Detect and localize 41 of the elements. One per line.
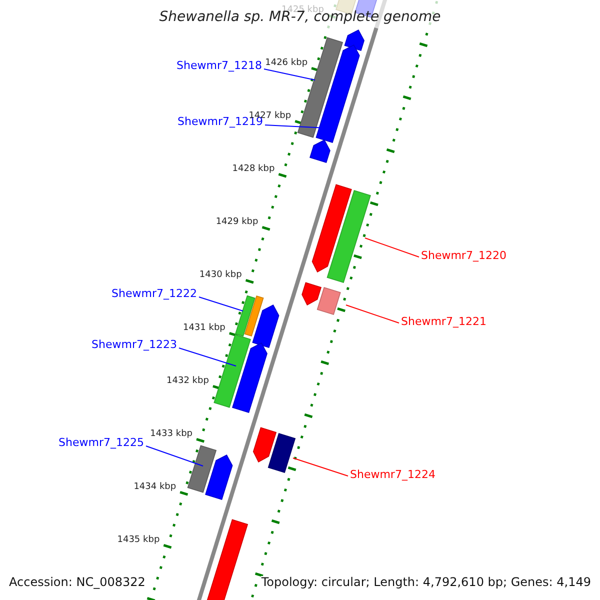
- gene-bar: [326, 190, 371, 284]
- gene-label: Shewmr7_1220: [421, 250, 506, 261]
- scale-label: 1432 kbp: [166, 377, 209, 386]
- scale-label: 1431 kbp: [182, 324, 226, 334]
- leader-line: [364, 238, 420, 258]
- gene-feature: [252, 304, 280, 348]
- gene-bar: [268, 432, 296, 474]
- scale-label: 1428 kbp: [232, 165, 275, 174]
- gene-feature: [344, 29, 364, 52]
- gene-feature: [205, 454, 233, 500]
- gene-label: Shewmr7_1223: [92, 339, 177, 350]
- leader-line: [264, 68, 316, 80]
- gene-feature: [232, 342, 268, 414]
- leader-line: [346, 304, 400, 324]
- gene-bar: [234, 295, 256, 337]
- gene-bar: [316, 286, 341, 316]
- gene-feature: [312, 184, 352, 273]
- leader-line: [146, 446, 204, 466]
- leader-line: [178, 348, 236, 366]
- gene-label: Shewmr7_1224: [350, 469, 436, 480]
- scale-label: 1435 kbp: [117, 536, 160, 546]
- gene-label: Shewmr7_1218: [176, 60, 262, 71]
- gene-feature: [252, 427, 277, 463]
- gene-bar: [187, 445, 217, 493]
- gene-label: Shewmr7_1225: [58, 437, 144, 448]
- scale-label: 1426 kbp: [265, 59, 308, 68]
- scale-label: 1430 kbp: [199, 271, 242, 280]
- gene-feature: [316, 44, 360, 144]
- scale-label: 1434 kbp: [134, 483, 176, 492]
- accession-text: Accession: NC_008322: [9, 576, 146, 588]
- gene-label: Shewmr7_1222: [112, 288, 197, 299]
- gene-bar: [244, 295, 264, 337]
- scale-label: 1429 kbp: [216, 218, 258, 228]
- topology-text: Topology: circular; Length: 4,792,610 bp; Genes: 4,149: [261, 576, 591, 588]
- leader-line: [198, 296, 244, 312]
- gene-feature: [302, 282, 322, 306]
- scale-label: 1433 kbp: [150, 430, 193, 440]
- gene-feature: [310, 139, 330, 164]
- gene-bar: [214, 334, 251, 408]
- gene-label: Shewmr7_1221: [401, 316, 486, 327]
- leader-line: [292, 458, 348, 476]
